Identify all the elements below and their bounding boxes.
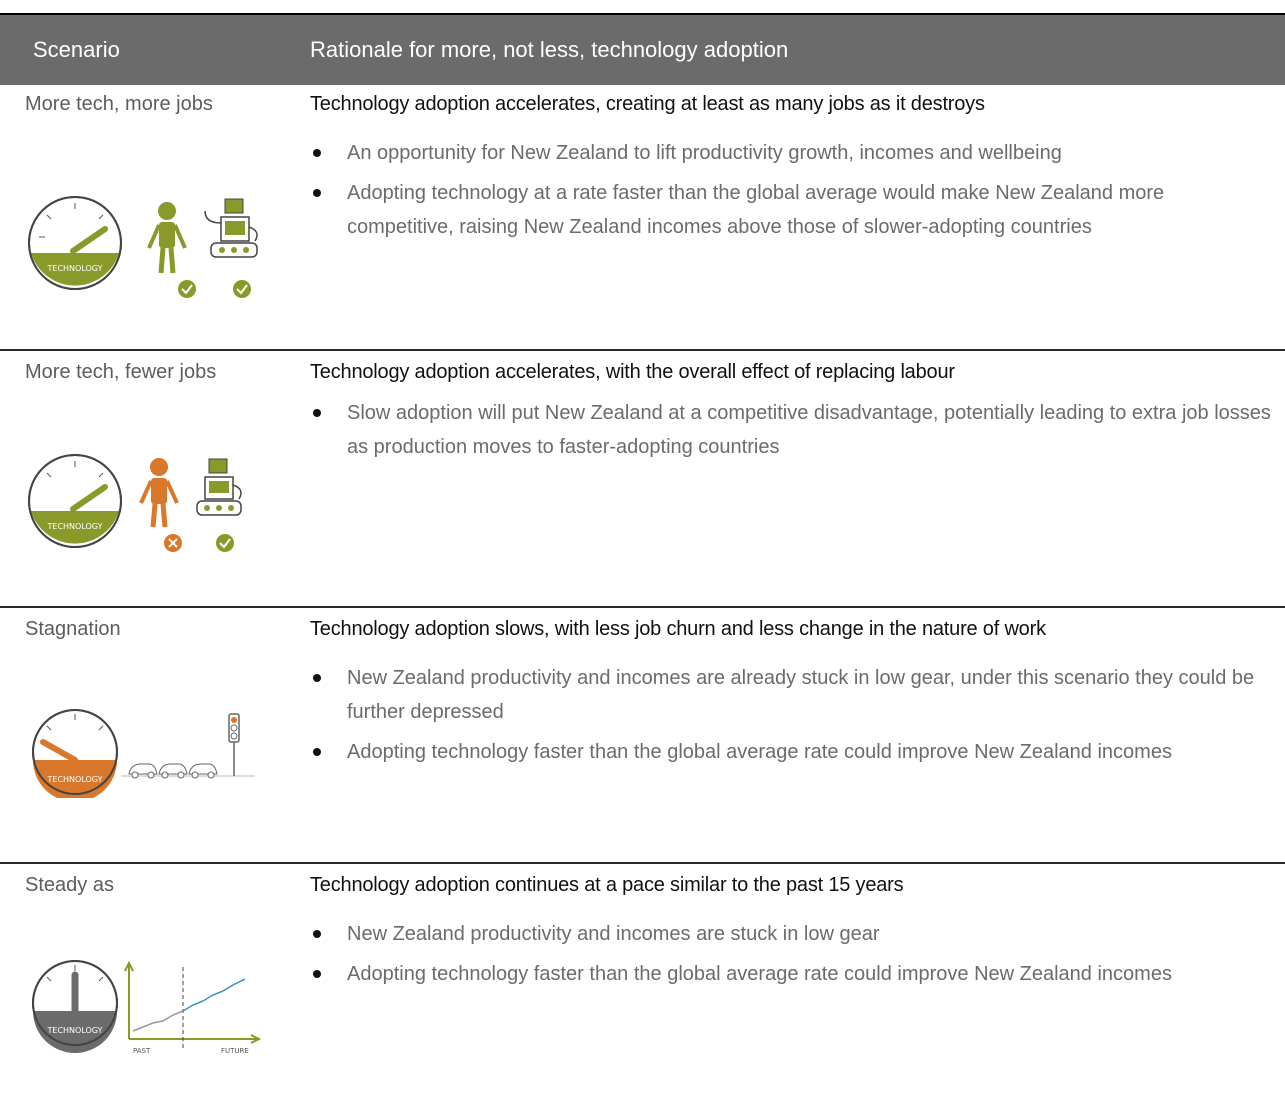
traffic-cars-icon [121, 713, 255, 779]
check-icon [178, 280, 196, 298]
bullet-item: Adopting technology at a rate faster tha… [310, 176, 1275, 244]
gauge-icon: TECHNOLOGY [28, 454, 122, 548]
gauge-icon: TECHNOLOGY [28, 196, 122, 290]
trend-chart-icon: PAST FUTURE [124, 960, 262, 1055]
scenario-lead: Technology adoption continues at a pace … [310, 874, 904, 896]
scenario-lead: Technology adoption slows, with less job… [310, 618, 1046, 640]
scenario-name: More tech, more jobs [25, 93, 213, 115]
steady-as-illustration: TECHNOLOGY PAST FUTURE [32, 960, 262, 1055]
bullet-text: Adopting technology faster than the glob… [347, 963, 1172, 985]
bullet-dot [313, 149, 321, 157]
gauge-label: TECHNOLOGY [47, 775, 103, 784]
gauge-label: TECHNOLOGY [47, 522, 103, 531]
row-divider [0, 349, 1285, 351]
bullet-text: New Zealand productivity and incomes are… [347, 923, 880, 945]
bullet-list: New Zealand productivity and incomes are… [310, 917, 1275, 997]
scenario-lead: Technology adoption accelerates, with th… [310, 361, 955, 383]
bullet-dot [313, 409, 321, 417]
bullet-text: Adopting technology at a rate faster tha… [347, 182, 1165, 238]
table-header: Scenario Rationale for more, not less, t… [0, 13, 1285, 85]
bullet-text: An opportunity for New Zealand to lift p… [347, 142, 1062, 164]
scenario-lead: Technology adoption accelerates, creatin… [310, 93, 985, 115]
bullet-list: An opportunity for New Zealand to lift p… [310, 136, 1275, 250]
bullet-dot [313, 930, 321, 938]
bullet-text: Adopting technology faster than the glob… [347, 741, 1172, 763]
bullet-item: New Zealand productivity and incomes are… [310, 661, 1275, 729]
bullet-text: Slow adoption will put New Zealand at a … [347, 402, 1271, 458]
bullet-list: Slow adoption will put New Zealand at a … [310, 396, 1275, 470]
check-icon [233, 280, 251, 298]
stagnation-illustration: TECHNOLOGY [32, 709, 255, 798]
gauge-label: TECHNOLOGY [47, 264, 103, 273]
check-icon [216, 534, 234, 552]
more-tech-fewer-jobs-illustration: TECHNOLOGY [28, 454, 242, 552]
gauge-icon: TECHNOLOGY [32, 709, 118, 798]
gauge-label: TECHNOLOGY [47, 1026, 103, 1035]
bullet-item: Slow adoption will put New Zealand at a … [310, 396, 1275, 464]
bullet-dot [313, 674, 321, 682]
bullet-item: Adopting technology faster than the glob… [310, 735, 1275, 769]
scenario-row-more-tech-more-jobs: More tech, more jobs Technology adoption… [0, 83, 1285, 349]
header-scenario: Scenario [33, 37, 120, 62]
bullet-list: New Zealand productivity and incomes are… [310, 661, 1275, 775]
bullet-item: New Zealand productivity and incomes are… [310, 917, 1275, 951]
robot-icon [196, 458, 242, 516]
scenario-row-steady-as: Steady as Technology adoption continues … [0, 864, 1285, 1094]
cross-icon [164, 534, 182, 552]
row-divider [0, 606, 1285, 608]
more-tech-more-jobs-illustration: TECHNOLOGY [28, 196, 258, 298]
scenario-row-stagnation: Stagnation Technology adoption slows, wi… [0, 608, 1285, 862]
gauge-icon: TECHNOLOGY [32, 960, 118, 1053]
bullet-dot [313, 748, 321, 756]
person-icon [139, 458, 179, 528]
past-label: PAST [133, 1047, 151, 1055]
bullet-item: Adopting technology faster than the glob… [310, 957, 1275, 991]
scenario-name: Stagnation [25, 618, 121, 640]
row-divider [0, 862, 1285, 864]
robot-icon [204, 198, 258, 258]
header-rationale: Rationale for more, not less, technology… [310, 37, 789, 62]
person-icon [147, 202, 187, 274]
bullet-text: New Zealand productivity and incomes are… [347, 667, 1255, 723]
bullet-dot [313, 189, 321, 197]
scenario-name: Steady as [25, 874, 114, 896]
scenario-name: More tech, fewer jobs [25, 361, 217, 383]
bullet-dot [313, 970, 321, 978]
scenario-row-more-tech-fewer-jobs: More tech, fewer jobs Technology adoptio… [0, 351, 1285, 606]
future-label: FUTURE [221, 1047, 249, 1055]
bullet-item: An opportunity for New Zealand to lift p… [310, 136, 1275, 170]
